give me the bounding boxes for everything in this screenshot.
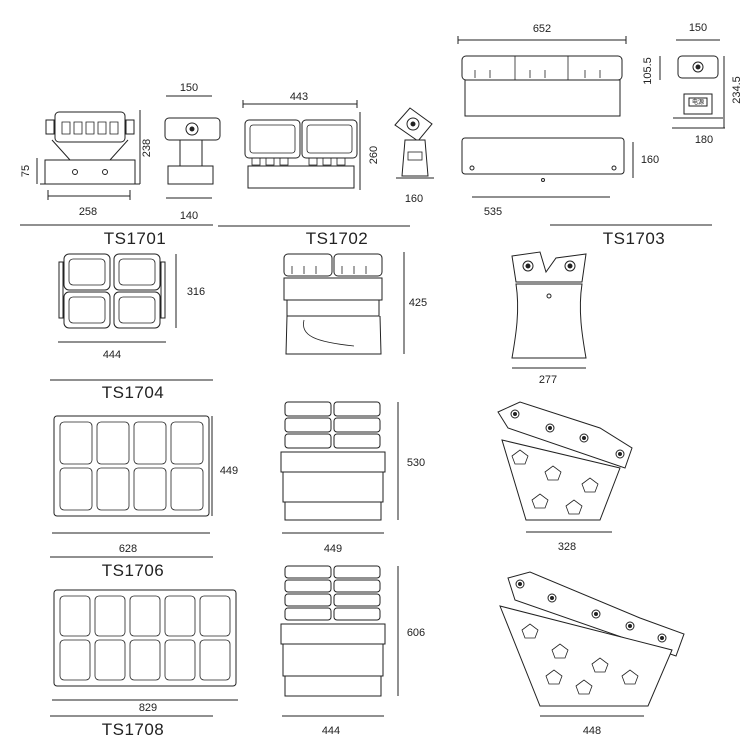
ts1703-dim-105-5: 105.5 — [642, 57, 654, 85]
ts1703-dim-160: 160 — [641, 154, 659, 166]
ts1702-front-view — [244, 112, 361, 190]
ts1701-dim-238: 238 — [141, 139, 153, 157]
ts1703-dimensions — [457, 36, 725, 226]
ts1703-model-label: TS1703 — [603, 229, 666, 248]
ts1702-side-view — [394, 107, 434, 179]
ts1708-side-view — [280, 565, 399, 717]
ts1704-model-label: TS1704 — [102, 383, 165, 402]
ts1703-bottom-view — [461, 137, 625, 182]
ts1708-angle-view — [499, 571, 685, 717]
ts1702-dim-443: 443 — [290, 91, 308, 103]
ts1706-model-label: TS1706 — [102, 561, 165, 580]
ts1706-dim-328: 328 — [558, 541, 576, 553]
ts1706-dim-449-w: 449 — [324, 543, 342, 555]
ts1706-dim-449-h: 449 — [220, 465, 238, 477]
ts1708-model-label: TS1708 — [102, 720, 165, 739]
ts1704-dim-444: 444 — [103, 349, 121, 361]
ts1701-dim-150: 150 — [180, 82, 198, 94]
ts1704-front-view — [58, 253, 177, 343]
ts1704-dim-425: 425 — [409, 297, 427, 309]
ts1703-side-view — [673, 55, 723, 119]
ts1706-front-view — [52, 415, 213, 534]
ts1701-dimensions — [20, 95, 213, 226]
ts1706-dim-530: 530 — [407, 457, 425, 469]
ts1708-dim-448: 448 — [583, 725, 601, 737]
ts1702-dim-260: 260 — [368, 146, 380, 164]
ts1703-dim-652: 652 — [533, 23, 551, 35]
ts1701-dim-258: 258 — [79, 206, 97, 218]
ts1702-dim-160: 160 — [405, 193, 423, 205]
ts1703-power-tag: 电源 — [692, 98, 704, 106]
ts1703-dim-535: 535 — [484, 206, 502, 218]
ts1704-back-view — [511, 251, 587, 369]
ts1703-dim-180: 180 — [695, 134, 713, 146]
ts1703-dim-150: 150 — [689, 22, 707, 34]
ts1706-angle-view — [497, 401, 633, 533]
ts1701-side-view — [164, 117, 221, 185]
ts1703-dim-234-5: 234.5 — [731, 76, 743, 104]
ts1701-dim-140: 140 — [180, 210, 198, 222]
ts1701-front-view — [40, 111, 140, 185]
ts1706-side-view — [280, 401, 399, 534]
ts1704-side-view — [283, 252, 405, 355]
ts1703-front-view — [461, 55, 623, 117]
ts1708-dim-606: 606 — [407, 627, 425, 639]
ts1708-front-view — [52, 589, 238, 701]
ts1708-dim-444: 444 — [322, 725, 340, 737]
ts1701-dim-75: 75 — [20, 165, 32, 177]
ts1704-dim-316: 316 — [187, 286, 205, 298]
ts1704-dim-277: 277 — [539, 374, 557, 386]
ts1702-model-label: TS1702 — [306, 229, 369, 248]
ts1702-dimensions — [218, 100, 410, 227]
ts1708-dim-829: 829 — [139, 702, 157, 714]
ts1706-dim-628: 628 — [119, 543, 137, 555]
ts1701-model-label: TS1701 — [104, 229, 167, 248]
